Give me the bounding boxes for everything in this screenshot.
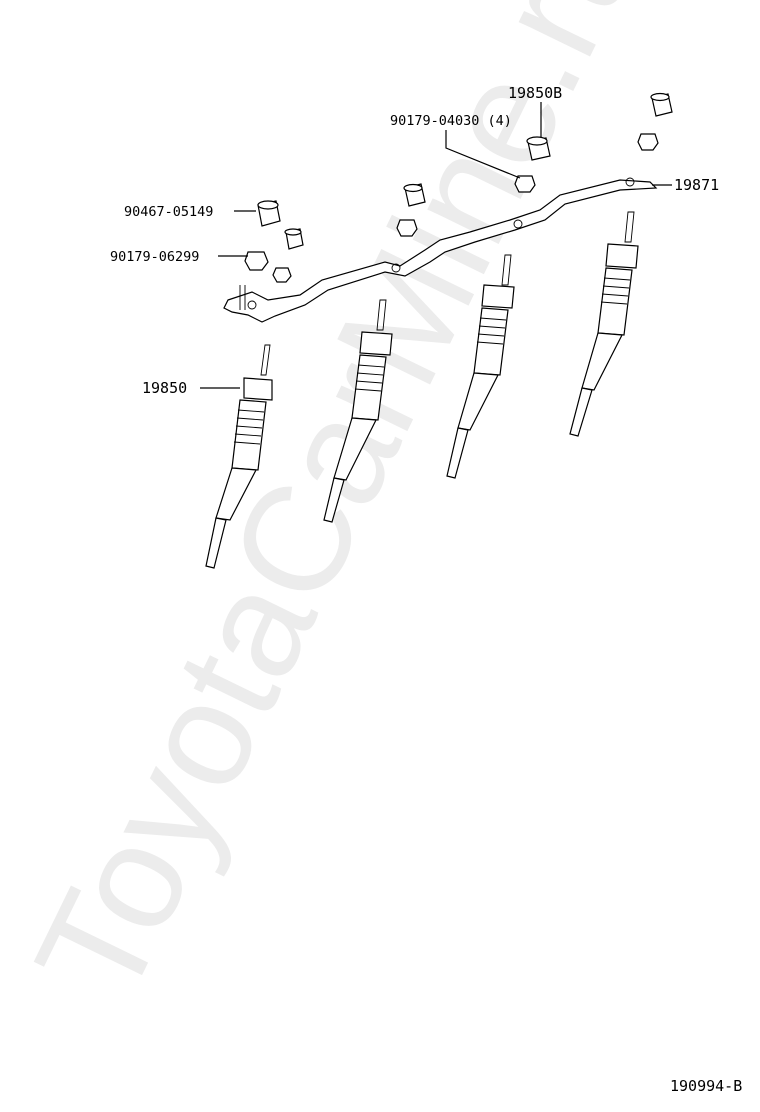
label-90179-06299: 90179-06299 [110,249,199,265]
leader-90179-04030 [445,130,521,179]
nut-set-4 [637,92,673,151]
glow-plug-1 [205,344,273,569]
label-90179-04030: 90179-04030 (4) [390,113,512,129]
glow-plug-3 [446,254,515,479]
label-19871: 19871 [674,176,719,194]
nut-set-3 [514,136,551,193]
watermark: ToyotaCarMine.ru [3,0,673,1024]
nut-set-1 [244,200,304,283]
glow-plug-4 [569,211,639,437]
label-19850B: 19850B [508,84,562,102]
label-19850: 19850 [142,379,187,397]
nut-set-2 [396,183,426,237]
label-90467-05149: 90467-05149 [124,204,213,220]
glow-plug-connector [223,177,658,323]
diagram-code: 190994-B [670,1077,742,1095]
glow-plug-2 [323,299,393,523]
